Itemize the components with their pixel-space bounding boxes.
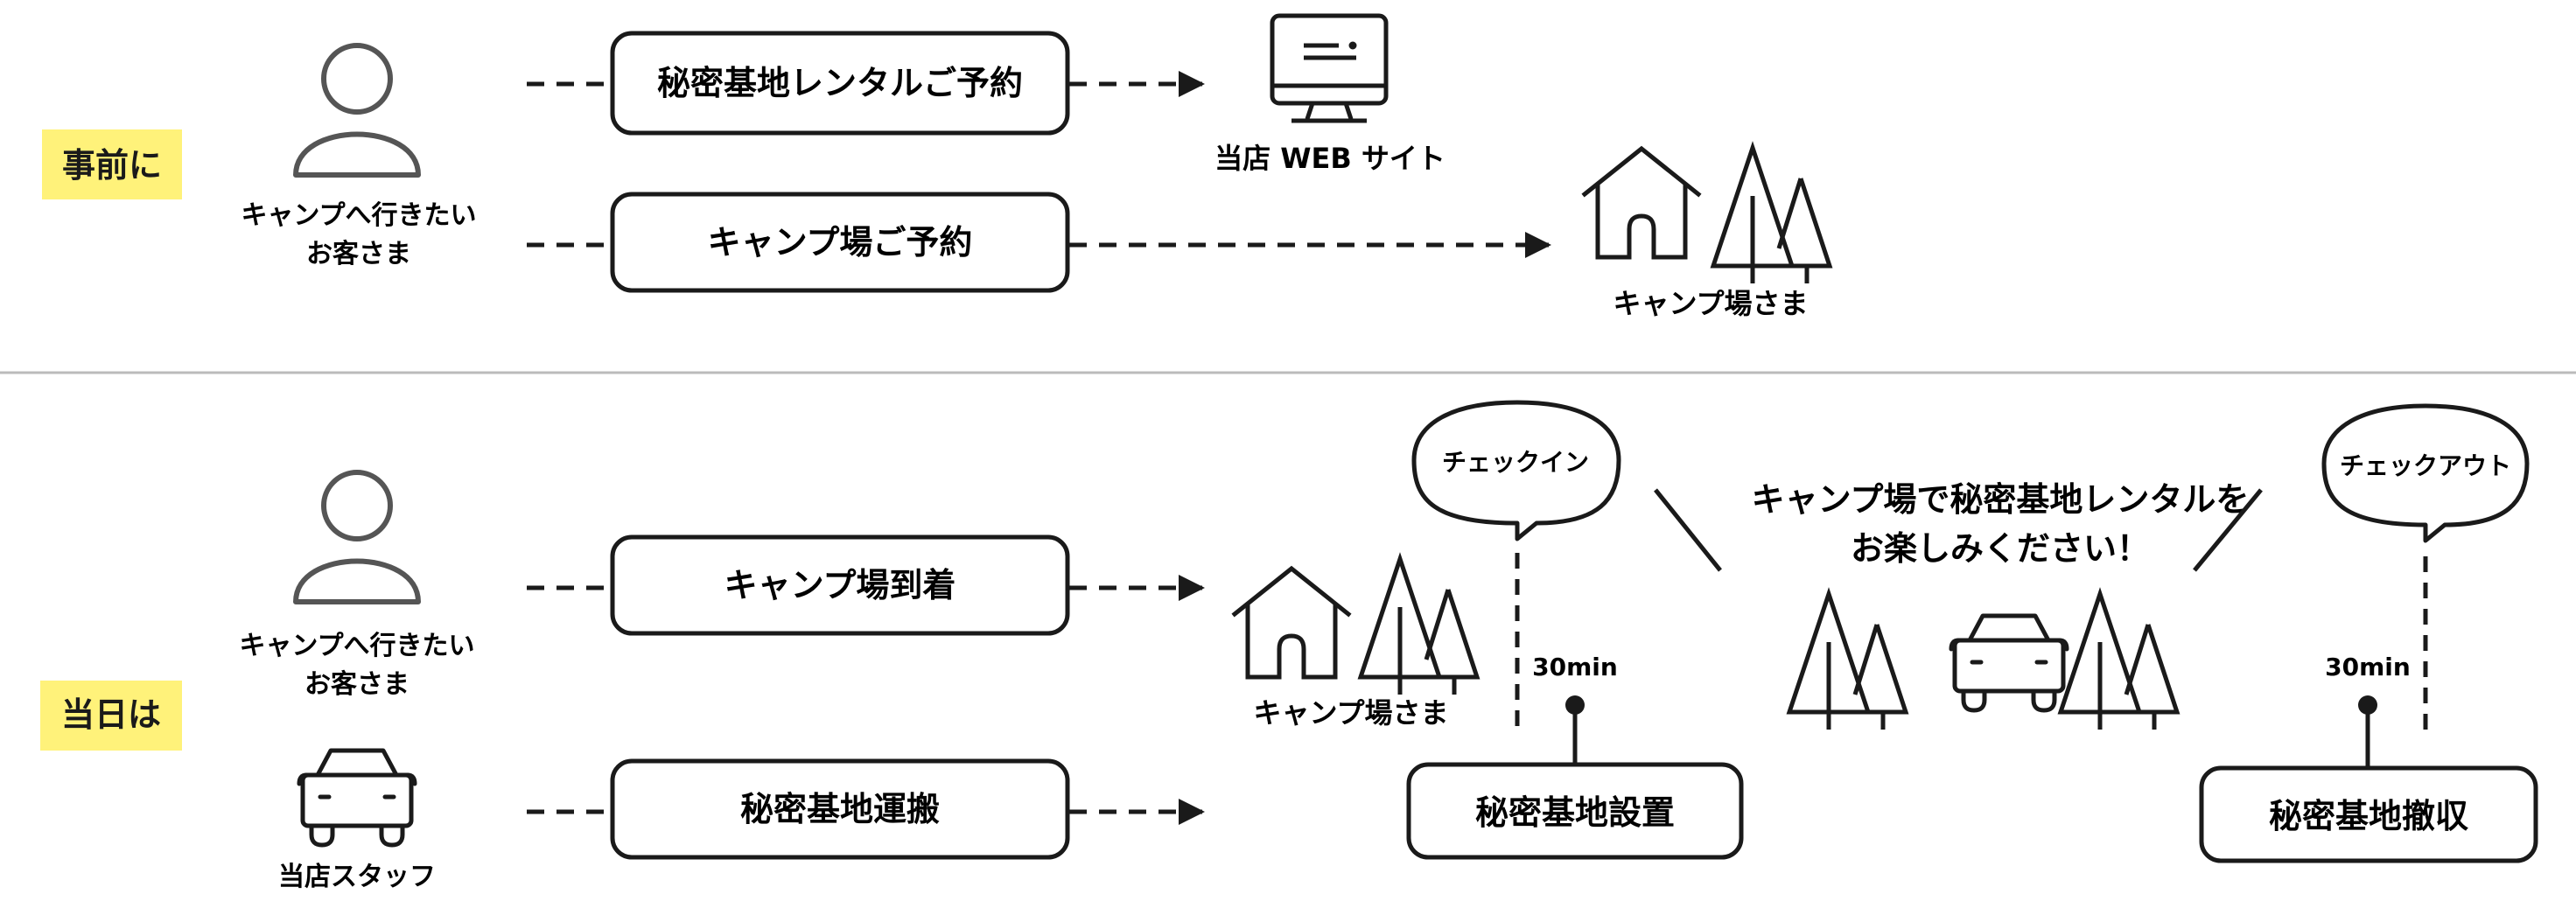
checkin-bubble: チェックイン bbox=[1411, 400, 1621, 541]
step-box-base-transport bbox=[610, 758, 1070, 860]
step-camp-booking: キャンプ場ご予約 bbox=[708, 223, 973, 262]
step-box-camp-booking bbox=[610, 192, 1070, 293]
step-base-removal: 秘密基地撤収 bbox=[2269, 797, 2468, 835]
step-box-camp-arrival bbox=[610, 534, 1070, 636]
step-camp-arrival: キャンプ場到着 bbox=[724, 566, 956, 604]
section-label-before: 事前に bbox=[62, 146, 162, 185]
customer-label-line1: キャンプへ行きたい bbox=[239, 631, 474, 661]
monitor-icon bbox=[1270, 13, 1389, 123]
step-base-setup: 秘密基地設置 bbox=[1475, 793, 1675, 832]
checkin-label: チェックイン bbox=[1442, 448, 1589, 477]
message-line1: キャンプ場で秘密基地レンタルを bbox=[1752, 480, 2250, 519]
campsite-label: キャンプ場さま bbox=[1613, 287, 1808, 320]
website-label: 当店 WEB サイト bbox=[1214, 142, 1446, 175]
step-box-base-removal bbox=[2199, 765, 2538, 863]
car-icon bbox=[299, 751, 415, 845]
house-icon bbox=[1585, 149, 1698, 257]
tree-icon bbox=[1789, 594, 1906, 730]
decor-slash bbox=[2193, 488, 2263, 572]
tree-icon bbox=[2061, 594, 2177, 730]
section-label-day: 当日は bbox=[61, 695, 161, 734]
step-rental-booking: 秘密基地レンタルご予約 bbox=[657, 64, 1023, 102]
setup-duration: 30min bbox=[1532, 653, 1618, 681]
message-line2: お楽しみください！ bbox=[1851, 529, 2150, 568]
step-base-transport: 秘密基地運搬 bbox=[740, 790, 940, 828]
customer-label-line2: お客さま bbox=[304, 669, 410, 700]
house-icon bbox=[1235, 569, 1348, 677]
customer-label-line1: キャンプへ行きたい bbox=[241, 200, 476, 231]
checkout-bubble: チェックアウト bbox=[2321, 403, 2530, 543]
section-label-bg bbox=[42, 129, 182, 199]
campsite-label: キャンプ場さま bbox=[1253, 696, 1448, 730]
section-label-bg bbox=[40, 681, 182, 751]
tree-icon bbox=[1713, 148, 1830, 283]
removal-duration: 30min bbox=[2325, 653, 2411, 681]
checkout-label: チェックアウト bbox=[2340, 451, 2511, 480]
tree-icon bbox=[1361, 559, 1477, 695]
person-icon bbox=[296, 472, 418, 602]
step-box-rental-booking bbox=[610, 31, 1070, 136]
person-icon bbox=[296, 45, 418, 175]
step-box-base-setup bbox=[1406, 762, 1744, 860]
decor-slash bbox=[1654, 488, 1722, 572]
car-icon bbox=[1951, 616, 2067, 710]
customer-label-line2: お客さま bbox=[306, 239, 411, 269]
staff-label: 当店スタッフ bbox=[278, 862, 436, 892]
